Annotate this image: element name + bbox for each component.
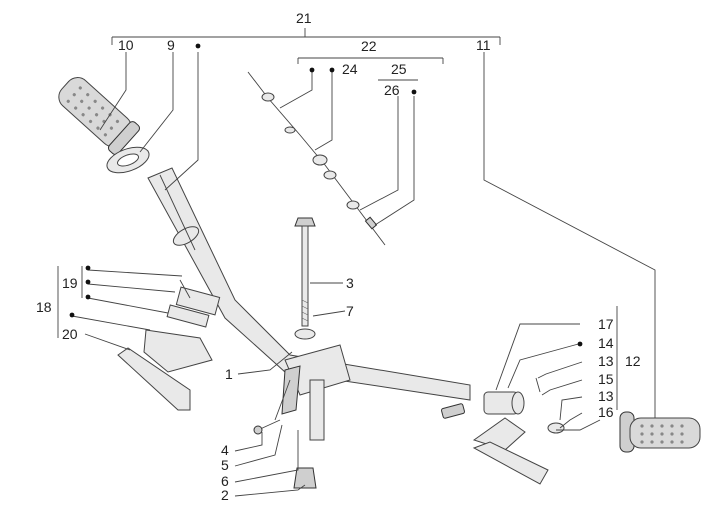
- callout-5: 5: [221, 457, 229, 473]
- right-grip: [619, 411, 701, 453]
- leader-lines: [57, 28, 656, 497]
- callout-21: 21: [296, 10, 312, 26]
- callout-24: 24: [342, 61, 358, 77]
- right-brake-assembly: [441, 377, 565, 485]
- callout-10: 10: [118, 37, 134, 53]
- callout-11: 11: [476, 37, 491, 53]
- steering-clamp: [281, 344, 351, 441]
- left-grip: [58, 77, 141, 156]
- callout-13-upper: 13: [598, 353, 614, 369]
- callout-2: 2: [221, 487, 229, 503]
- callout-15: 15: [598, 371, 614, 387]
- handlebar-tube: [147, 167, 471, 401]
- clamp-screws: [253, 379, 291, 435]
- grip-washer: [106, 146, 150, 174]
- throttle-cable: [247, 71, 386, 246]
- callout-1: 1: [225, 366, 233, 382]
- callout-19: 19: [62, 275, 78, 291]
- callout-22: 22: [361, 38, 377, 54]
- callout-25: 25: [391, 61, 407, 77]
- callout-9: 9: [167, 37, 175, 53]
- handlebar-bolt: [294, 217, 316, 327]
- callout-7: 7: [346, 303, 354, 319]
- callout-14: 14: [598, 335, 614, 351]
- callout-18: 18: [36, 299, 52, 315]
- callout-26: 26: [384, 82, 400, 98]
- callout-16: 16: [598, 404, 614, 420]
- callout-13-lower: 13: [598, 388, 614, 404]
- clamp-nut: [293, 467, 317, 489]
- left-brake-assembly: [117, 279, 221, 411]
- callout-4: 4: [221, 442, 229, 458]
- callout-12: 12: [625, 353, 641, 369]
- bolt-washer: [294, 328, 316, 340]
- callout-6: 6: [221, 473, 229, 489]
- reference-dots: [69, 43, 583, 347]
- callout-numbers: 21 10 9 22 11 24 25 26 3 7 1 4 5 6 2 19 …: [36, 10, 641, 503]
- callout-17: 17: [598, 316, 614, 332]
- callout-3: 3: [346, 275, 354, 291]
- callout-20: 20: [62, 326, 78, 342]
